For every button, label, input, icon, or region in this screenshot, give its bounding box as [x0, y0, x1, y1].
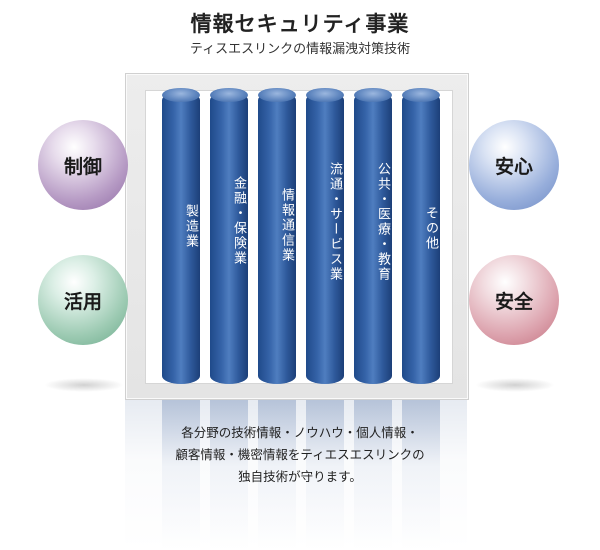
pillar-public: 公共・医療・教育 [354, 92, 392, 384]
description-line: 独自技術が守ります。 [238, 469, 362, 484]
sphere-label: 安心 [494, 155, 533, 178]
pillar-label: その他 [423, 206, 438, 251]
description-line: 各分野の技術情報・ノウハウ・個人情報・ [181, 425, 419, 440]
pillar-reflection [354, 399, 392, 549]
page-subtitle: ティスエスリンクの情報漏洩対策技術 [189, 42, 411, 57]
pillar-cap [402, 88, 440, 102]
description-line: 顧客情報・機密情報をティエスエスリンクの [175, 447, 425, 462]
pillar-reflection [306, 399, 344, 549]
page-title: 情報セキュリティ事業 [190, 12, 410, 36]
description: 各分野の技術情報・ノウハウ・個人情報・ 顧客情報・機密情報をティエスエスリンクの… [140, 422, 460, 488]
pillar-other: その他 [402, 92, 440, 384]
pillar-distribution: 流通・サービス業 [306, 92, 344, 384]
pillar-cap [306, 88, 344, 102]
frame-reflection [125, 399, 467, 550]
pillar-reflection [210, 399, 248, 549]
sphere-control: 制御 [38, 120, 128, 210]
sphere-label: 安全 [494, 290, 533, 313]
sphere-safety: 安全 [469, 255, 559, 345]
pillar-cap [162, 88, 200, 102]
pillar-cap [354, 88, 392, 102]
pillar-label: 金融・保険業 [231, 176, 246, 266]
pillar-label: 公共・医療・教育 [375, 162, 390, 282]
pillar-label: 情報通信業 [279, 188, 294, 263]
pillar-reflection [402, 399, 440, 549]
pillar-cap [258, 88, 296, 102]
sphere-shadow [44, 378, 124, 392]
sphere-relief: 安心 [469, 120, 559, 210]
pillar-label: 製造業 [183, 204, 198, 249]
sphere-label: 制御 [63, 155, 102, 178]
pillar-label: 流通・サービス業 [327, 162, 342, 282]
sphere-utilize: 活用 [38, 255, 128, 345]
pillar-ict: 情報通信業 [258, 92, 296, 384]
pillar-reflection [258, 399, 296, 549]
pillar-finance: 金融・保険業 [210, 92, 248, 384]
sphere-shadow [475, 378, 555, 392]
pillar-reflection [162, 399, 200, 549]
pillar-manufacturing: 製造業 [162, 92, 200, 384]
pillar-cap [210, 88, 248, 102]
sphere-label: 活用 [63, 290, 102, 313]
